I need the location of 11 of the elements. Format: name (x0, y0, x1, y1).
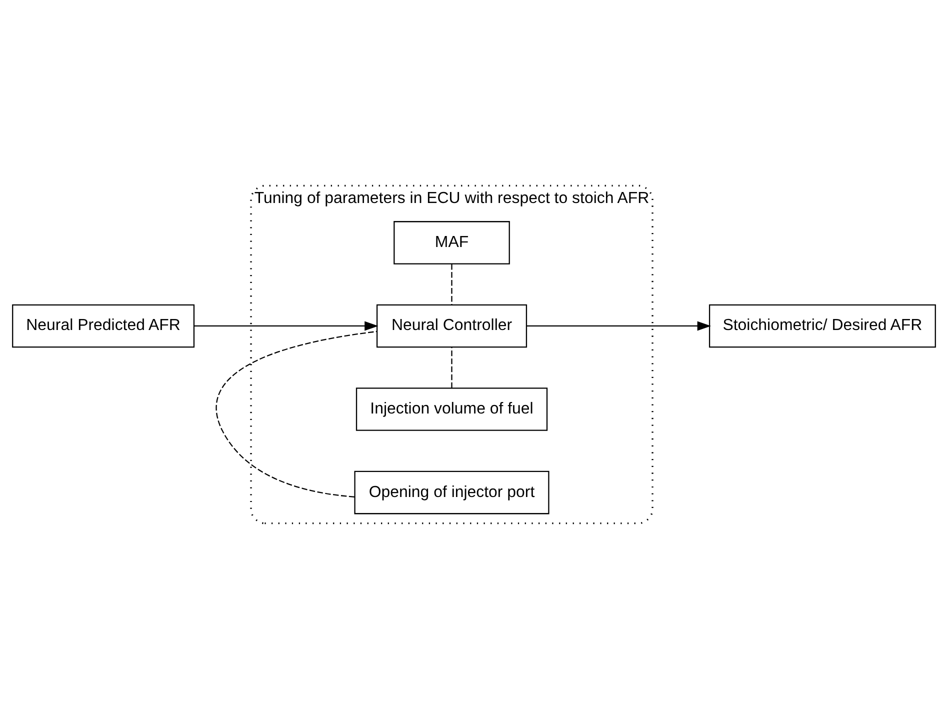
node-box: Stoichiometric/ Desired AFR (708, 304, 936, 348)
node-box: Neural Controller (376, 304, 528, 348)
connector (451, 346, 452, 388)
node-box: Injection volume of fuel (356, 387, 548, 430)
node-box: Opening of injector port (354, 470, 550, 514)
node-box: Neural Predicted AFR (12, 304, 195, 348)
connector (451, 264, 452, 304)
connector (216, 330, 377, 497)
arrow (526, 320, 712, 330)
arrow (194, 320, 378, 330)
node-box: MAF (394, 220, 510, 264)
